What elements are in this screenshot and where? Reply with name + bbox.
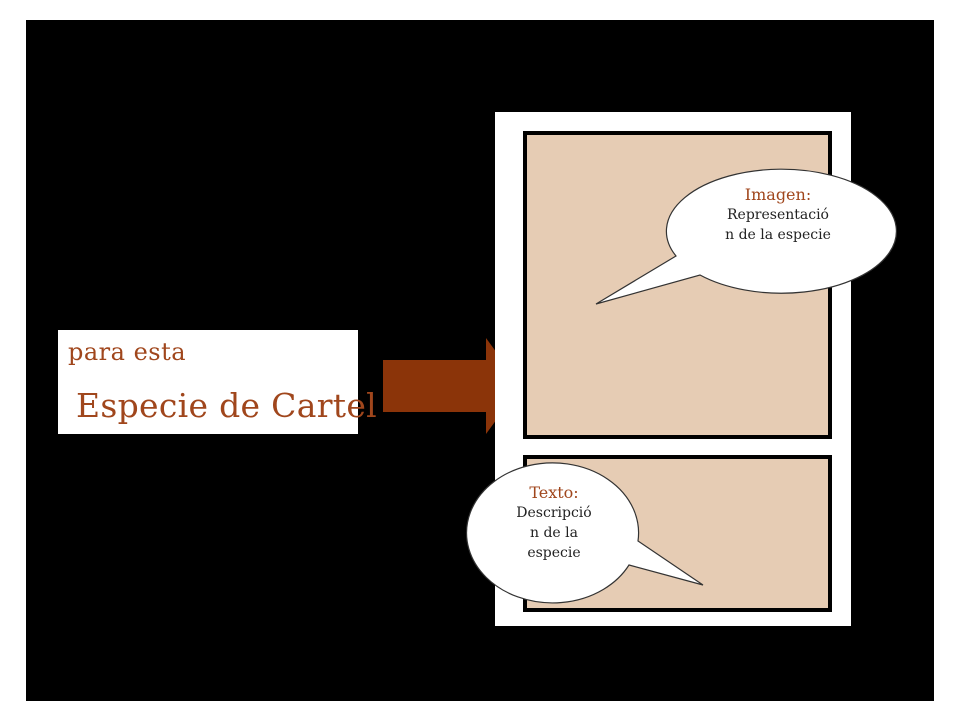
text-callout-line-1: Descripció <box>516 505 592 521</box>
image-speech-bubble <box>595 168 897 305</box>
title-line-2: Especie de Cartel <box>76 386 378 425</box>
image-callout-line-2: n de la especie <box>725 227 831 243</box>
text-speech-bubble <box>466 462 704 604</box>
text-callout-line-2: n de la <box>530 525 578 541</box>
image-callout-line-1: Representació <box>727 207 829 223</box>
title-box: para esta Especie de Cartel <box>58 330 377 434</box>
image-callout-title: Imagen: <box>744 185 812 204</box>
image-callout-text: Imagen: Representació n de la especie <box>686 185 870 245</box>
right-arrow-icon <box>383 338 521 434</box>
title-line-1: para esta <box>68 338 187 366</box>
text-callout-line-3: especie <box>527 545 581 561</box>
text-callout-title: Texto: <box>529 483 579 502</box>
text-callout-text: Texto: Descripció n de la especie <box>478 483 630 563</box>
